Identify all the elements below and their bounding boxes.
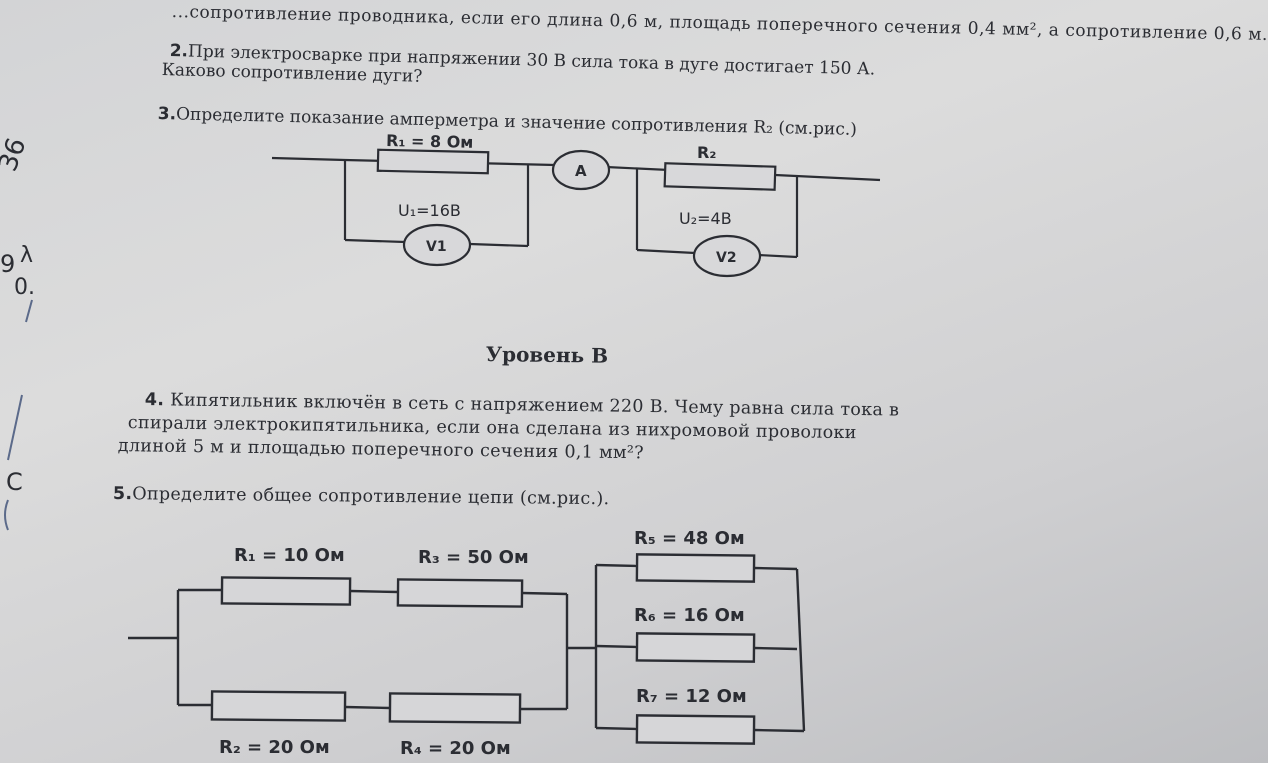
resistor-r1 — [376, 148, 490, 175]
voltmeter-v1 — [402, 223, 472, 267]
ammeter-label: A — [575, 162, 587, 180]
resistor-r5 — [635, 553, 756, 583]
task3-r1-label: R₁ = 8 Ом — [386, 131, 474, 152]
voltmeter-v2 — [692, 234, 762, 278]
margin-note-4: 0. — [14, 275, 35, 300]
task5-circuit: R₁ = 10 Ом R₃ = 50 Ом R₅ = 48 Ом R₆ = 16… — [128, 528, 806, 759]
v1-label: V1 — [426, 239, 447, 255]
resistor-r2 — [663, 162, 777, 191]
margin-handwriting: 36 9 λ 0. C — [0, 134, 35, 531]
resistor-r2 — [210, 690, 347, 722]
task3-circuit: R₁ = 8 Ом R₂ A U₁=16В V1 U₂=4В V2 — [271, 131, 881, 278]
task5-r3-label: R₃ = 50 Ом — [418, 547, 529, 568]
task5-r1-label: R₁ = 10 Ом — [234, 545, 345, 566]
task5-r7-label: R₇ = 12 Ом — [636, 686, 747, 707]
task5-r2-label: R₂ = 20 Ом — [219, 737, 330, 758]
resistor-r3 — [396, 578, 524, 608]
v2-label: V2 — [716, 250, 737, 266]
task5-r4-label: R₄ = 20 Ом — [400, 738, 511, 759]
margin-note-3: λ — [20, 243, 33, 268]
task3-u2-label: U₂=4В — [679, 209, 732, 228]
ammeter-symbol — [551, 149, 611, 191]
task3-r2-label: R₂ — [697, 143, 716, 162]
task5-r6-label: R₆ = 16 Ом — [634, 605, 745, 626]
resistor-r1 — [220, 576, 352, 606]
resistor-r4 — [388, 692, 522, 724]
margin-note-2: 9 — [0, 250, 15, 278]
resistor-r6 — [635, 632, 756, 663]
margin-note-5: C — [6, 468, 23, 496]
task5-r5-label: R₅ = 48 Ом — [634, 528, 745, 549]
resistor-r7 — [635, 714, 756, 745]
task3-u1-label: U₁=16В — [398, 201, 461, 220]
